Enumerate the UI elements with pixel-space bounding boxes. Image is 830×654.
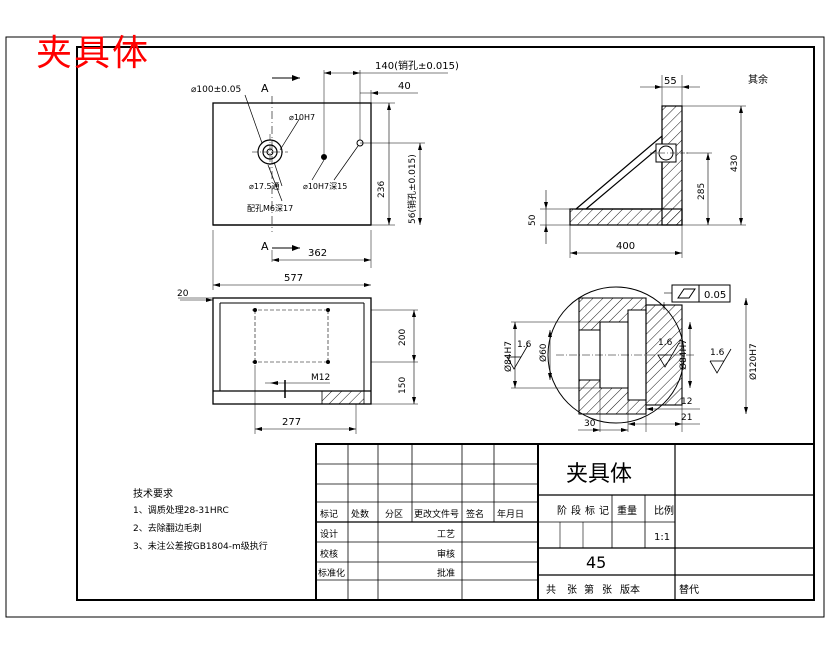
front-section-hatch bbox=[321, 390, 365, 405]
flatness-symbol bbox=[677, 288, 696, 299]
dim-150: 150 bbox=[398, 377, 408, 394]
dim-phi84-right: Ø84H7 bbox=[678, 339, 689, 370]
notes-item-1: 1、调质处理28-31HRC bbox=[133, 504, 229, 516]
dim-430: 430 bbox=[730, 155, 740, 172]
roughness-left-value: 1.6 bbox=[517, 340, 532, 350]
page-title: 夹具体 bbox=[36, 33, 151, 74]
dim-577: 577 bbox=[284, 273, 303, 284]
flatness-frame bbox=[671, 284, 731, 303]
role-review: 审核 bbox=[437, 548, 455, 560]
section-lower-hatch bbox=[578, 379, 647, 415]
scale-value: 1:1 bbox=[654, 532, 670, 543]
roughness-center-value: 1.6 bbox=[658, 338, 673, 348]
role-standard: 标准化 bbox=[318, 567, 345, 579]
title-block-text: 夹具体 阶 段 标 记 重量 比例 1:1 45 共 张 第 张 版本 替代 标… bbox=[318, 462, 699, 596]
dim-dia17-5: ⌀17.5通 bbox=[249, 181, 280, 191]
side-rib bbox=[574, 134, 663, 210]
sheet-label-3: 第 bbox=[584, 583, 594, 596]
roughness-right-value: 1.6 bbox=[710, 348, 725, 358]
side-view: 其余 55 430 285 50 400 bbox=[528, 73, 768, 258]
title-block-part-name: 夹具体 bbox=[566, 462, 632, 487]
dim-277: 277 bbox=[282, 417, 301, 428]
notes-item-2: 2、去除翻边毛刺 bbox=[133, 522, 202, 534]
sheet-label-1: 共 bbox=[546, 584, 556, 596]
mount-hole-note: 配孔M6深17 bbox=[247, 204, 293, 213]
role-approve: 批准 bbox=[437, 567, 455, 579]
dim-400: 400 bbox=[616, 241, 635, 252]
stage-header-1: 阶 bbox=[557, 504, 567, 517]
dim-30: 30 bbox=[584, 419, 596, 429]
notes-item-3: 3、未注公差按GB1804-m级执行 bbox=[133, 540, 268, 552]
stage-header-4: 记 bbox=[599, 505, 609, 517]
rev-header-date: 年月日 bbox=[497, 508, 524, 520]
roughness-left bbox=[506, 344, 529, 370]
stage-header-3: 标 bbox=[585, 505, 595, 517]
flatness-value: 0.05 bbox=[704, 290, 726, 301]
dim-dia10h7-deep: ⌀10H7深15 bbox=[303, 182, 347, 191]
dim-phi84-left: Ø84H7 bbox=[503, 341, 514, 372]
front-view-body bbox=[212, 297, 372, 405]
pin-hole-1 bbox=[321, 154, 327, 160]
technical-notes: 技术要求 1、调质处理28-31HRC 2、去除翻边毛刺 3、未注公差按GB18… bbox=[133, 487, 268, 552]
rev-header-doc: 更改文件号 bbox=[414, 508, 459, 520]
dim-20: 20 bbox=[177, 289, 189, 299]
rev-header-zone: 分区 bbox=[385, 509, 403, 520]
replace-label: 替代 bbox=[679, 583, 699, 596]
thread-m12: M12 bbox=[311, 373, 330, 383]
role-check: 校核 bbox=[320, 548, 338, 560]
dim-285: 285 bbox=[697, 183, 707, 200]
dim-56: 56(销孔±0.015) bbox=[406, 154, 418, 224]
dim-phi120: Ø120H7 bbox=[748, 343, 759, 380]
scale-header: 比例 bbox=[654, 504, 674, 517]
side-base-plate bbox=[569, 208, 683, 226]
title-block bbox=[315, 443, 815, 601]
notes-title: 技术要求 bbox=[133, 487, 173, 500]
dim-55: 55 bbox=[664, 76, 677, 87]
surface-finish-rest-label: 其余 bbox=[748, 73, 768, 86]
dim-21: 21 bbox=[681, 413, 692, 423]
dim-236: 236 bbox=[377, 181, 387, 198]
roughness-right bbox=[709, 348, 732, 374]
sheet-label-2: 张 bbox=[567, 584, 577, 596]
dim-362: 362 bbox=[308, 248, 327, 259]
rev-header-sign: 签名 bbox=[466, 508, 484, 520]
dim-40: 40 bbox=[398, 81, 411, 92]
rev-header-count: 处数 bbox=[351, 508, 369, 520]
section-mark-a-top: A bbox=[261, 82, 269, 95]
dim-50: 50 bbox=[528, 214, 538, 226]
dim-12: 12 bbox=[681, 397, 692, 407]
material-value: 45 bbox=[586, 553, 606, 572]
dim-200: 200 bbox=[398, 329, 408, 346]
dim-phi60: Ø60 bbox=[538, 343, 549, 362]
outer-sheet-border bbox=[5, 36, 825, 618]
side-vertical-plate bbox=[661, 105, 683, 226]
role-process: 工艺 bbox=[437, 529, 455, 540]
dim-140: 140(销孔±0.015) bbox=[375, 59, 459, 72]
roughness-center bbox=[657, 342, 680, 368]
dim-dia100: ⌀100±0.05 bbox=[191, 85, 241, 95]
front-view: 20 200 150 M12 277 bbox=[177, 289, 418, 434]
dim-dia10h7: ⌀10H7 bbox=[289, 113, 315, 122]
version-label: 版本 bbox=[620, 583, 640, 596]
weight-header: 重量 bbox=[617, 504, 637, 517]
section-view: 0.05 Ø84H7 Ø60 Ø84H7 Ø120H7 1.6 1.6 1.6 bbox=[503, 284, 759, 432]
section-upper-hatch bbox=[578, 297, 647, 331]
section-mark-a-bottom: A bbox=[261, 240, 269, 253]
top-view: A A ⌀100±0.05 ⌀10H7 ⌀17.5通 ⌀10H7深15 配孔M6… bbox=[191, 59, 459, 290]
sheet-label-4: 张 bbox=[602, 584, 612, 596]
rev-header-mark: 标记 bbox=[320, 508, 338, 520]
role-design: 设计 bbox=[320, 528, 338, 540]
stage-header-2: 段 bbox=[571, 504, 581, 517]
